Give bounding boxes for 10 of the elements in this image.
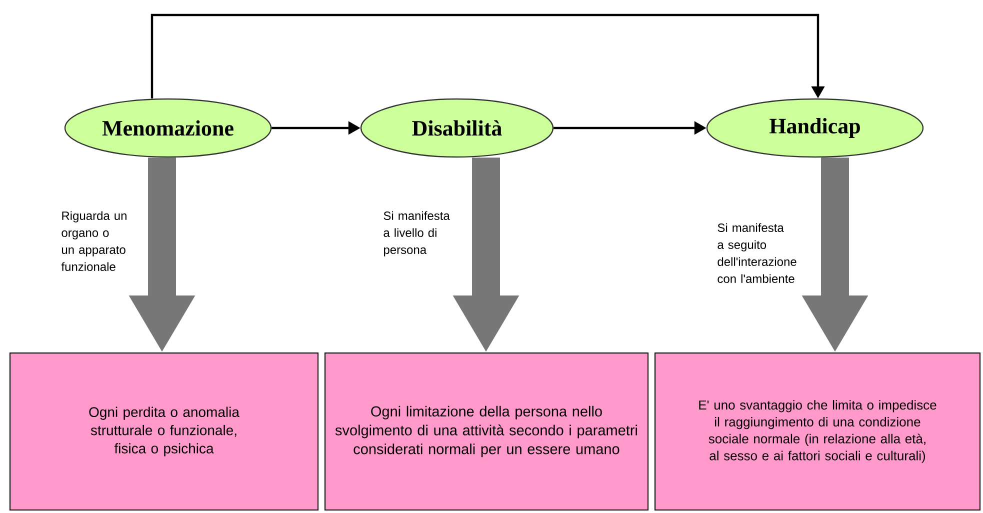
edge-label: Si manifesta a livello di persona [382,210,460,258]
edge-label: Si manifesta a seguito dell'interazione con l'ambiente [716,222,818,284]
ellipse-node: Handicap [706,98,924,158]
definition-box: Ogni limitazione della persona nello svolgimento di una attività secondo i parametri considerati normali per un essere umano [324,352,648,510]
definition-box: Ogni perdita o anomalia strutturale o funzionale, fisica o psichica [10,352,318,510]
definition-box: E' uno svantaggio che limita o impedisce il raggiungimento di una condizione sociale normale (in relazione alla età, al sesso e ai fattori sociali e culturali) [654,352,980,510]
ellipse-node: Disabilità [360,98,554,158]
edge-label: Riguarda un organo o un apparato funzionale [60,210,144,272]
arrow [150,14,825,98]
ellipse-node: Menomazione [64,98,272,158]
